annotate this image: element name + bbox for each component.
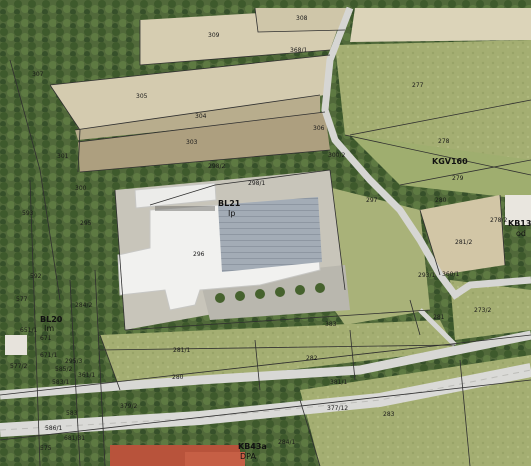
parcel-label: 273/2 [474,307,491,314]
parcel-label: 280 [172,374,184,381]
road-link-plant [418,308,457,347]
parcel-label: 651/1 [20,327,37,334]
zone-sub-kb43a: DPA [240,452,256,461]
parcel-label: 279 [452,175,464,182]
field-308 [255,8,350,32]
building-bottom-row-2 [185,452,245,466]
parcel-label: 278 [438,138,450,145]
parcel-label: 592 [30,273,42,280]
parcel-label: 295/3 [65,358,82,365]
parcel-label: 577 [16,296,28,303]
parcel-label: 282 [306,355,318,362]
parcel-label: 308 [296,15,308,22]
house-right [505,195,531,225]
tree-row-south [215,283,325,303]
meadow-bottom [100,320,455,390]
zone-code-kb13: KB13 [508,219,531,228]
parcel-label: 284/2 [75,302,92,309]
meadow-lower-right [450,280,531,340]
parcel-label: 583 [66,410,78,417]
road-north-south [321,6,531,300]
parcel-label: 671 [40,335,52,342]
parcel-label: 281 [433,314,445,321]
zone-sub-bl21: Ip [228,209,235,218]
field-303 [78,112,330,172]
parcel-label: 277 [412,82,424,89]
zone-sub-kb13: od [516,229,526,238]
parcel-label: 281/1 [173,347,190,354]
building-roof-small [134,182,217,209]
parcel-label: 593 [22,210,34,217]
parcel-label: 284/1 [278,439,295,446]
field-305 [50,55,330,130]
parcel-label: 379/2 [120,403,137,410]
parcel-label: 305 [136,93,148,100]
building-roof-solar [218,197,322,272]
parcel-label: 298/1 [248,180,265,187]
parcel-label: 586/1 [45,425,62,432]
parcel-label: 577/2 [10,363,27,370]
parcel-label: 361/1 [78,372,95,379]
zone-code-kgv160: KGV160 [432,157,468,166]
building-shadow [155,206,215,211]
parcel-boundaries [0,7,531,466]
parcel-label: 296 [193,251,205,258]
parcel-label: 309 [208,32,220,39]
parcel-label: 297 [366,197,378,204]
parcel-label: 307 [32,71,44,78]
parcel-label: 278/2 [490,217,507,224]
parcel-label: 671/1 [40,352,57,359]
field-304 [75,95,320,140]
zone-code-kb43a: KB43a [238,442,267,451]
parcel-label: 280 [435,197,447,204]
parcel-label: 585/2 [55,366,72,373]
field-top-right [350,8,531,42]
parcel-label: 301 [57,153,69,160]
house-left [5,335,27,355]
parcel-label: 300/2 [328,152,345,159]
parcel-label: 377/12 [327,405,348,412]
parcel-label: 681/31 [64,435,85,442]
road-main-lower [0,330,531,400]
parcel-labels: 308 309 368/1 307 305 277 304 303 306 27… [10,15,507,452]
parcel-label: 360/1 [442,271,459,278]
parcel-label: 575 [40,445,52,452]
field-281-2 [420,195,505,275]
road-highway-center [0,369,531,431]
parcel-label: 303 [186,139,198,146]
zone-code-bl20: BL20 [40,315,63,324]
parcel-label: 306 [313,125,325,132]
parcel-label: 383 [325,321,337,328]
zone-sub-bl20: Im [44,324,54,333]
parcel-label: 300 [75,185,87,192]
parcel-label: 368/1 [290,47,307,54]
zone-labels: BL21 Ip KGV160 BL20 Im KB43a DPA KB13 od [40,157,531,461]
parcel-label: 304 [195,113,207,120]
parcel-label: 295 [80,220,92,227]
parcel-label: 283 [383,411,395,418]
parcel-label: 381/1 [330,379,347,386]
parcel-label: 293/1 [418,272,435,279]
meadow-278 [350,135,531,200]
parcel-label: 298/2 [208,163,225,170]
parcel-label: 281/2 [455,239,472,246]
zone-code-bl21: BL21 [218,199,241,208]
parcel-label: 583/1 [52,379,69,386]
